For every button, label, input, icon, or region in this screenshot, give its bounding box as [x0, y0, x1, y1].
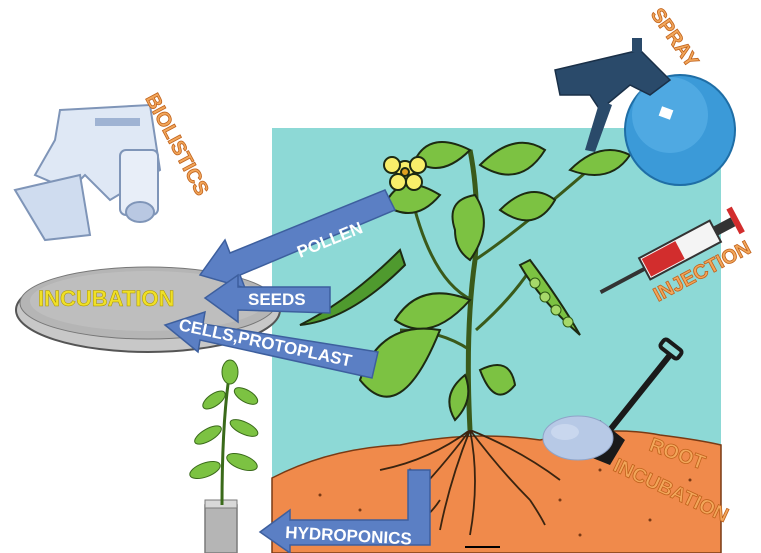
biolistic-gun-icon	[15, 105, 160, 240]
flower	[384, 157, 426, 190]
spray-label: SPRAY	[646, 4, 703, 72]
incubation-label: INCUBATION	[38, 286, 174, 311]
seeds-label: SEEDS	[248, 290, 306, 309]
hydroponic-seedling-icon	[188, 360, 261, 553]
